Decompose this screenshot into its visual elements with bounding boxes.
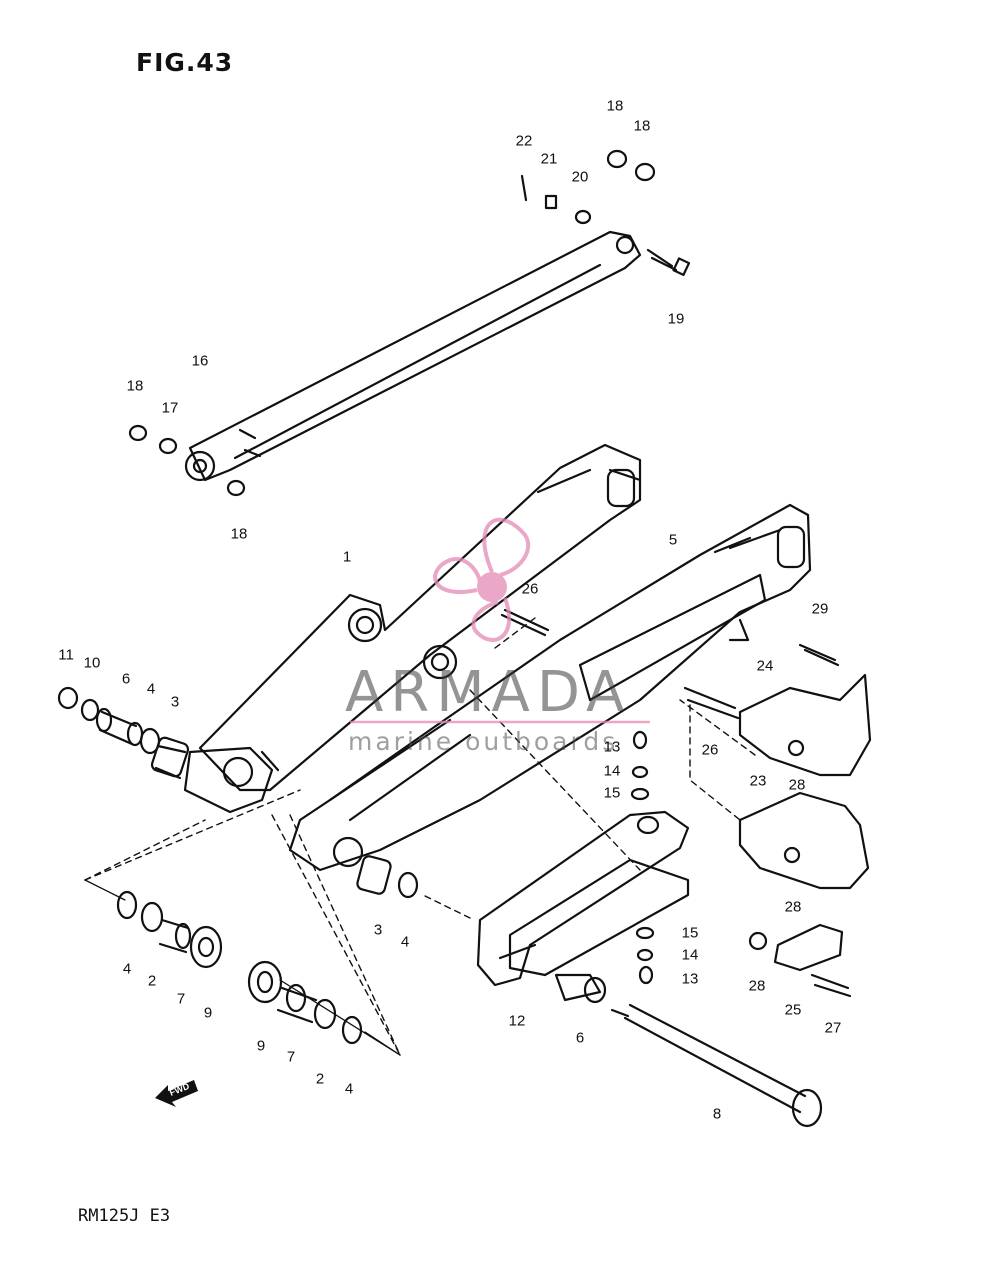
watermark-tagline: marine outboards [348,727,619,756]
callout-14: 14 [603,762,621,780]
watermark-brand: ARMADA [345,660,632,725]
callout-18: 18 [230,525,248,543]
callout-14: 14 [681,946,699,964]
callout-4: 4 [146,680,156,698]
callout-27: 27 [824,1019,842,1037]
callout-3: 3 [373,921,383,939]
callout-28: 28 [788,776,806,794]
forward-arrow-icon: FWD [155,1080,198,1107]
tie-rod-part-16 [184,230,642,482]
callout-6: 6 [575,1029,585,1047]
collar-and-shaft [554,973,823,1128]
callout-11: 11 [58,646,74,664]
callout-2: 2 [315,1070,325,1088]
callout-13: 13 [681,970,699,988]
linkage-part-12 [476,810,690,987]
figure-title: FIG.43 [136,48,234,77]
callout-8: 8 [712,1105,722,1123]
callout-5: 5 [668,531,678,549]
lower-left-bushings [116,890,223,969]
propeller-logo [350,517,650,724]
callout-25: 25 [784,1001,802,1019]
leader-lines [84,879,401,1056]
callout-18: 18 [606,97,624,115]
callout-15: 15 [681,924,699,942]
callout-4: 4 [122,960,132,978]
callout-7: 7 [286,1048,296,1066]
callout-26: 26 [701,741,719,759]
callout-7: 7 [176,990,186,1008]
callout-9: 9 [203,1004,213,1022]
callout-15: 15 [603,784,621,802]
model-code: RM125J E3 [78,1206,171,1226]
left-pivot-bushings [57,686,190,780]
callout-28: 28 [784,898,802,916]
callout-4: 4 [344,1080,354,1098]
callout-16: 16 [191,352,209,370]
callout-9: 9 [256,1037,266,1055]
callout-22: 22 [515,132,533,150]
callout-19: 19 [667,310,685,328]
callout-26: 26 [521,580,539,598]
swing-arm-right-arm [288,503,812,872]
callout-1: 1 [342,548,352,566]
callout-24: 24 [756,657,774,675]
callout-23: 23 [749,772,767,790]
callout-18: 18 [126,377,144,395]
callout-4: 4 [400,933,410,951]
callout-3: 3 [170,693,180,711]
callout-29: 29 [811,600,829,618]
brackets-23-24 [738,643,872,890]
callout-10: 10 [83,654,101,672]
leader-lines-dashed [84,617,756,1056]
callout-28: 28 [748,977,766,995]
callout-12: 12 [508,1012,526,1030]
right-hardware [500,608,852,998]
callout-2: 2 [147,972,157,990]
center-bearings [356,855,419,899]
swing-arm-left-arm [183,443,642,814]
callout-21: 21 [540,150,558,168]
callout-20: 20 [571,168,589,186]
callout-17: 17 [161,399,179,417]
callout-6: 6 [121,670,131,688]
callout-13: 13 [603,738,621,756]
lower-center-bushings [247,960,363,1045]
callout-18: 18 [633,117,651,135]
top-hardware [128,149,691,497]
